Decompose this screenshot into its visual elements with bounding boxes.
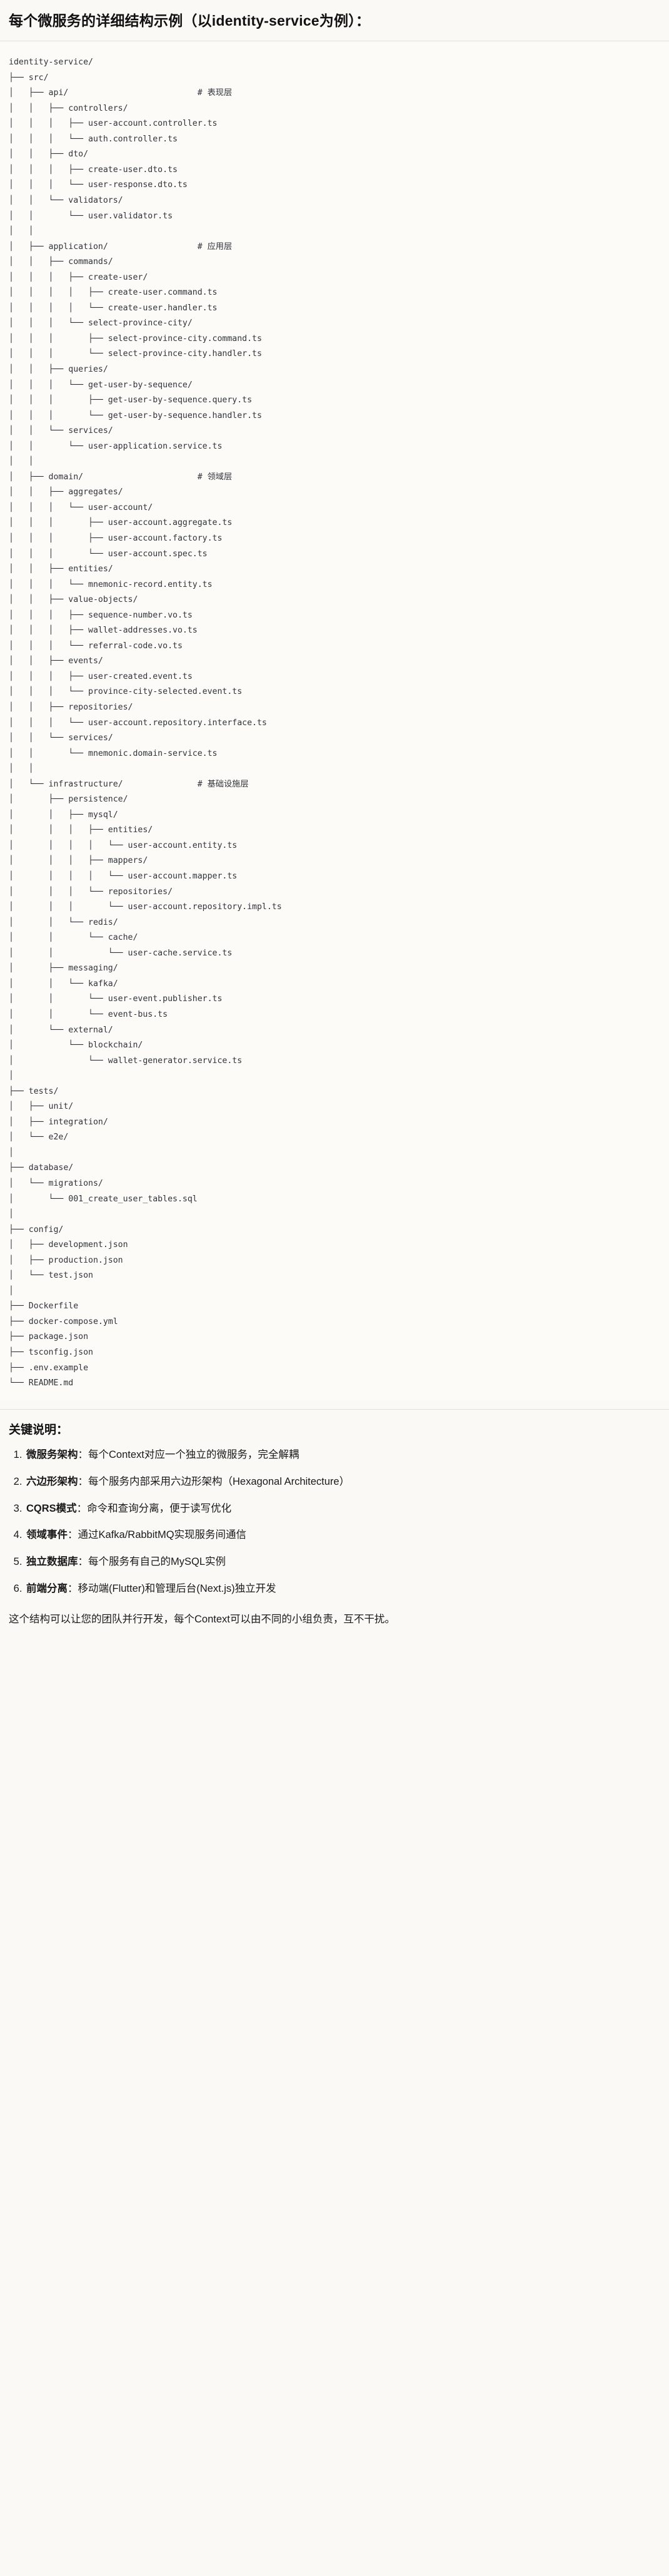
key-point-term: 六边形架构 (26, 1475, 78, 1487)
key-point-description: 通过Kafka/RabbitMQ实现服务间通信 (78, 1529, 247, 1541)
key-point-description: 移动端(Flutter)和管理后台(Next.js)独立开发 (78, 1582, 276, 1594)
list-item: 领域事件：通过Kafka/RabbitMQ实现服务间通信 (25, 1527, 660, 1543)
document-page: 每个微服务的详细结构示例（以identity-service为例）： ident… (0, 0, 669, 1641)
key-point-term: 独立数据库 (26, 1556, 78, 1568)
key-point-description: 每个服务内部采用六边形架构（Hexagonal Architecture） (88, 1475, 350, 1487)
document-header: 每个微服务的详细结构示例（以identity-service为例）： (0, 0, 669, 42)
key-point-term: 微服务架构 (26, 1449, 78, 1461)
key-point-term: 前端分离 (26, 1582, 68, 1594)
key-point-separator: ： (68, 1529, 78, 1541)
key-points-title: 关键说明： (9, 1423, 69, 1437)
directory-tree: identity-service/ ├── src/ │ ├── api/ # … (9, 58, 282, 1388)
key-point-separator: ： (78, 1449, 89, 1461)
directory-tree-block: identity-service/ ├── src/ │ ├── api/ # … (0, 41, 669, 1400)
key-point-description: 每个服务有自己的MySQL实例 (88, 1556, 226, 1568)
key-point-separator: ： (78, 1556, 89, 1568)
key-point-separator: ： (76, 1502, 88, 1514)
key-point-description: 每个Context对应一个独立的微服务，完全解耦 (88, 1449, 299, 1461)
key-points-section: 关键说明： 微服务架构：每个Context对应一个独立的微服务，完全解耦 六边形… (0, 1410, 669, 1606)
page-title: 每个微服务的详细结构示例（以identity-service为例）： (9, 13, 371, 29)
key-point-separator: ： (78, 1475, 89, 1487)
key-point-separator: ： (68, 1582, 78, 1594)
key-point-description: 命令和查询分离，便于读写优化 (87, 1502, 232, 1514)
list-item: 独立数据库：每个服务有自己的MySQL实例 (25, 1554, 660, 1570)
list-item: 微服务架构：每个Context对应一个独立的微服务，完全解耦 (25, 1447, 660, 1463)
key-point-term: CQRS模式 (26, 1502, 77, 1514)
list-item: 前端分离：移动端(Flutter)和管理后台(Next.js)独立开发 (25, 1581, 660, 1597)
key-points-list: 微服务架构：每个Context对应一个独立的微服务，完全解耦 六边形架构：每个服… (9, 1447, 660, 1597)
list-item: CQRS模式：命令和查询分离，便于读写优化 (25, 1501, 660, 1517)
closing-note: 这个结构可以让您的团队并行开发，每个Context可以由不同的小组负责，互不干扰… (9, 1613, 395, 1625)
list-item: 六边形架构：每个服务内部采用六边形架构（Hexagonal Architectu… (25, 1474, 660, 1490)
section-divider (0, 1408, 669, 1410)
key-point-term: 领域事件 (26, 1529, 68, 1541)
